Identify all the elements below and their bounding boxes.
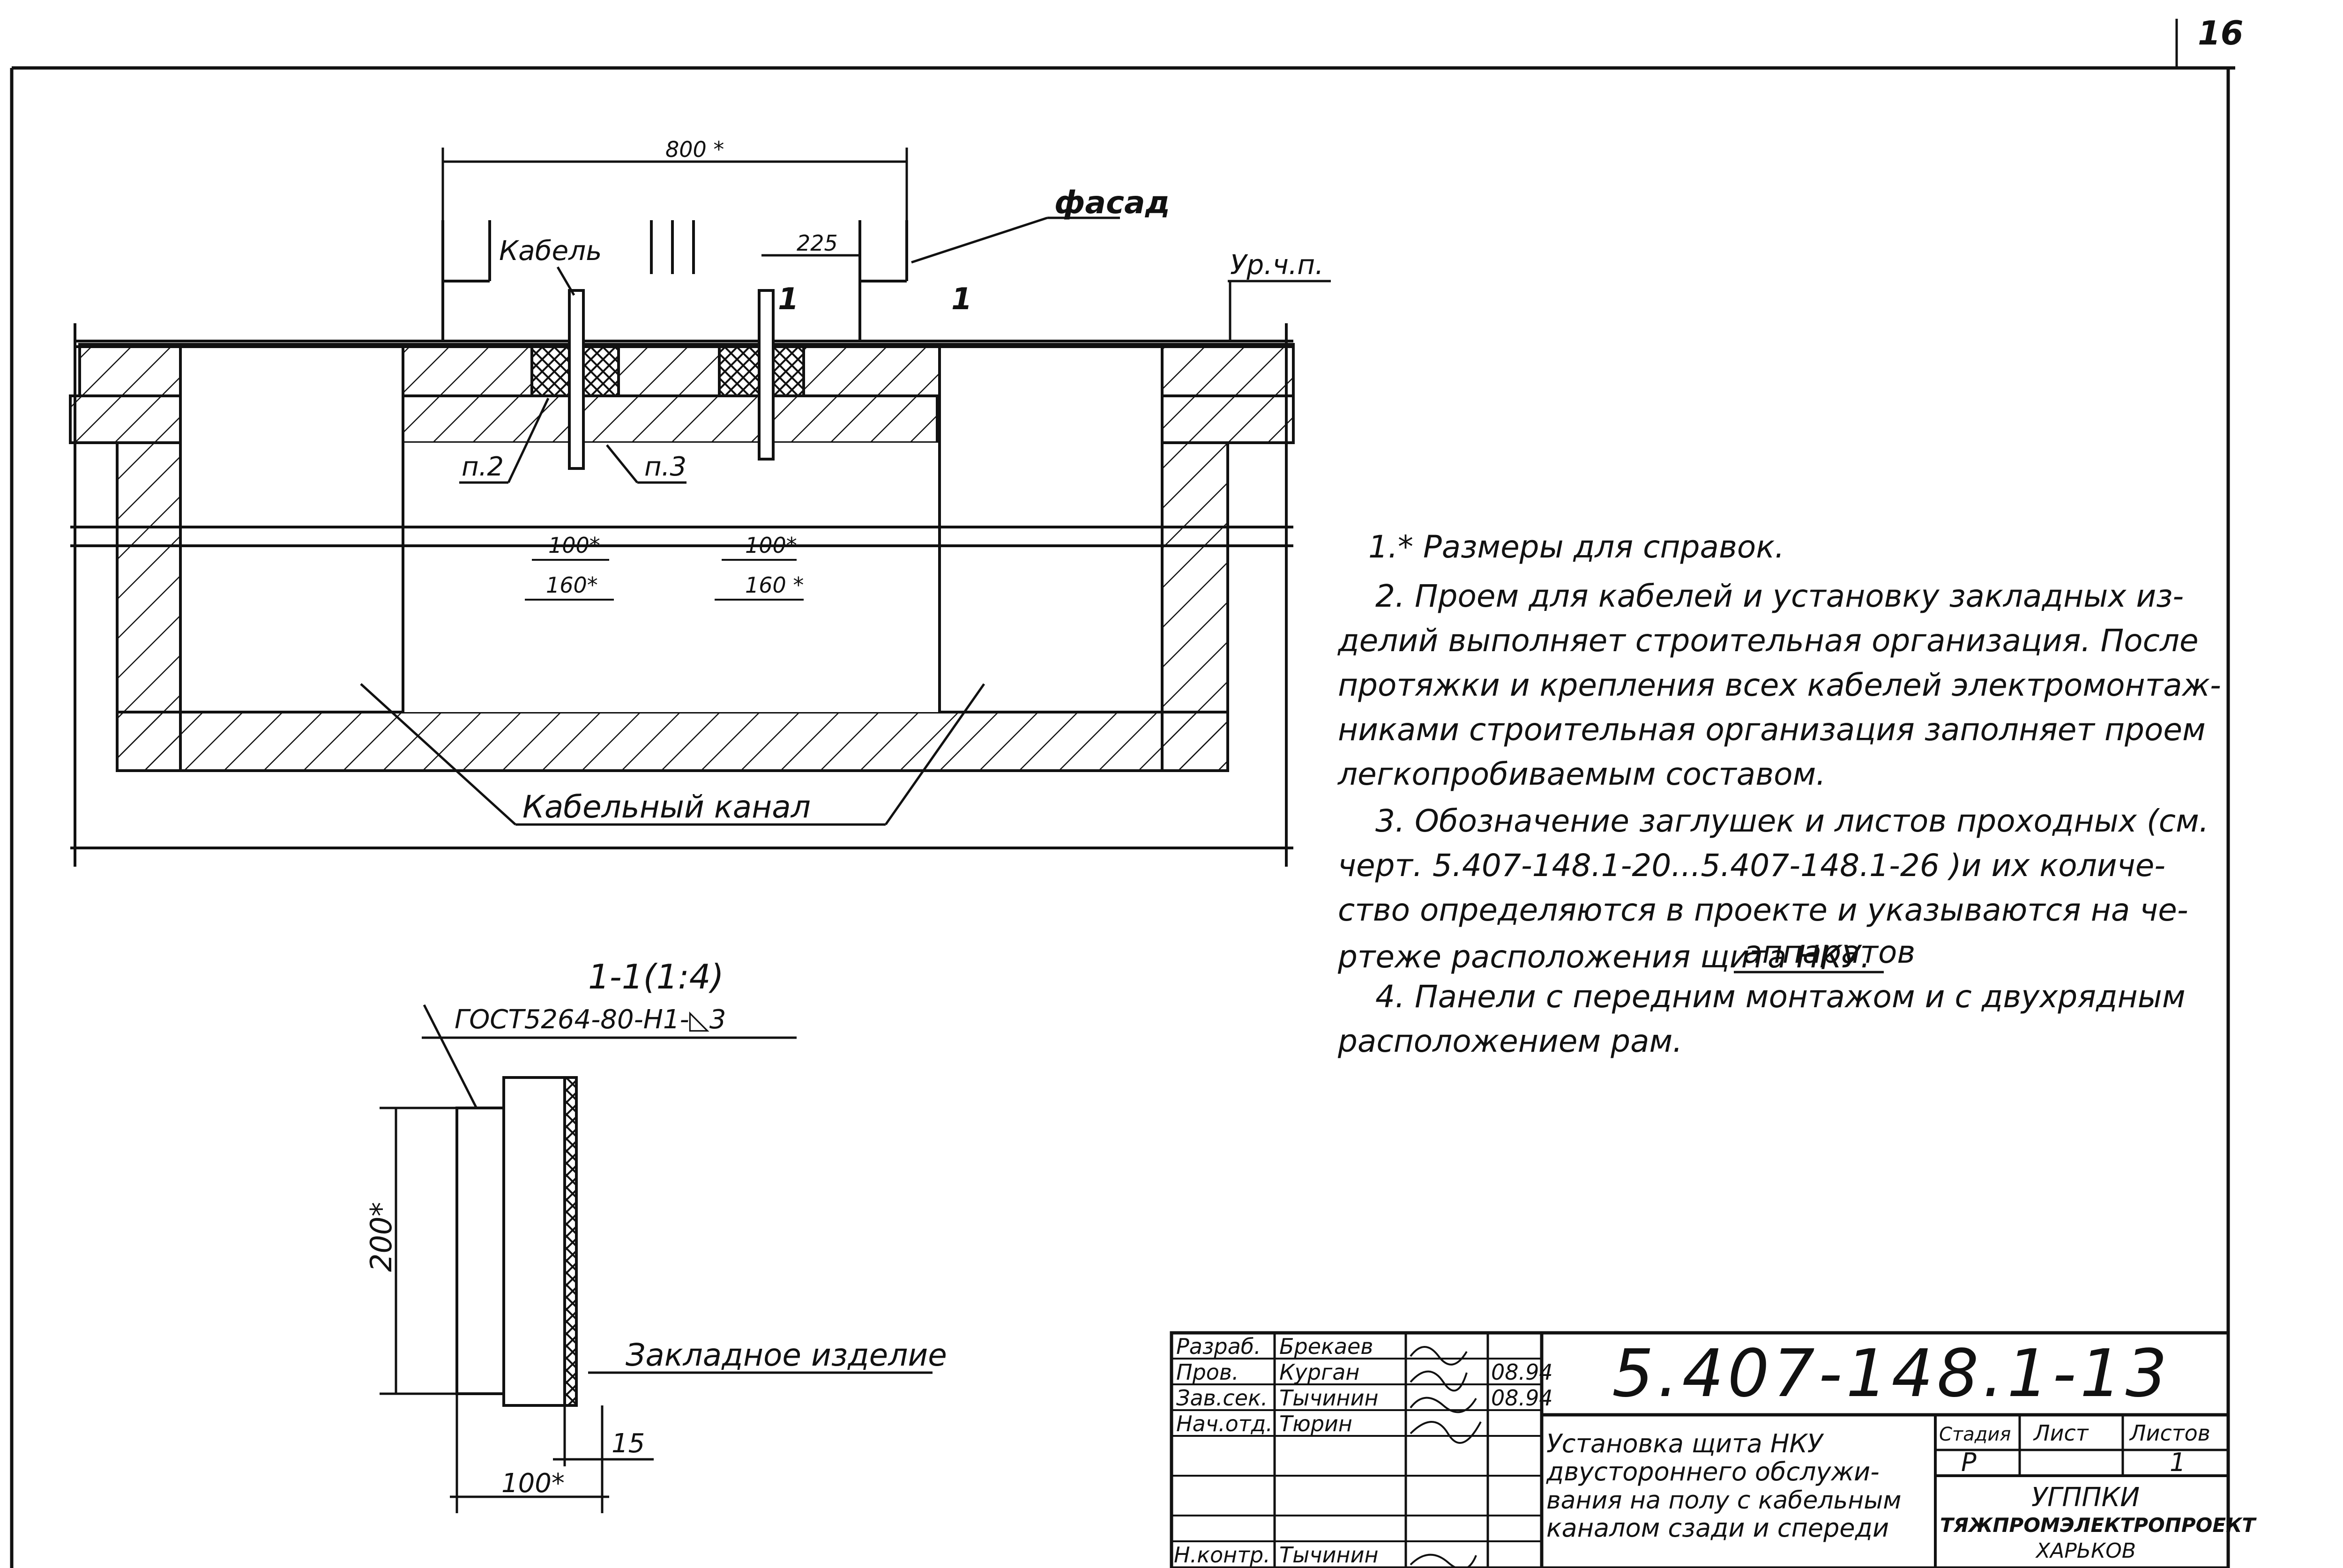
org-line-3: ХАРЬКОВ — [2035, 1539, 2136, 1563]
section-mark-left: 1 — [778, 282, 799, 317]
sheets-header: Листов — [2129, 1420, 2210, 1446]
title-line-4: каналом сзади и спереди — [1546, 1513, 1889, 1543]
note-4-line-1: 4. Панели с передним монтажом и с двухря… — [1375, 979, 2186, 1015]
sheet-number: 16 — [2198, 14, 2243, 52]
title-block-text: Разраб. Брекаев Пров. Курган 08.94 Зав.с… — [1174, 1334, 2257, 1568]
title-line-2: двустороннего обслужи- — [1546, 1457, 1880, 1486]
note-3-line-1: 3. Обозначение заглушек и листов проходн… — [1375, 803, 2209, 839]
floor-level-label: Ур.ч.п. — [1230, 249, 1324, 281]
tb-role-1: Разраб. — [1176, 1334, 1261, 1359]
cable-label: Кабель — [499, 235, 602, 267]
tb-date-3: 08.94 — [1491, 1385, 1553, 1411]
note-2-line-4: никами строительная организация заполняе… — [1338, 712, 2206, 748]
tb-name-4: Тюрин — [1279, 1411, 1352, 1436]
channel-walls — [116, 343, 1229, 772]
section-mark-right: 1 — [951, 282, 972, 317]
tb-role-2: Пров. — [1176, 1360, 1239, 1385]
tb-date-2: 08.94 — [1491, 1360, 1553, 1385]
title-line-3: вания на полу с кабельным — [1546, 1486, 1901, 1515]
note-3-line-4: ртеже расположения щита НКУ. — [1337, 939, 1870, 975]
dim-100-left-label: 100* — [548, 533, 600, 558]
dim-200-label: 200* — [364, 1202, 398, 1272]
note-3-line-3: ство определяются в проекте и указываютс… — [1338, 892, 2188, 928]
sheet-header: Лист — [2033, 1420, 2089, 1446]
sheets-value: 1 — [2170, 1448, 2186, 1477]
signatures — [1410, 1346, 1482, 1568]
note-2-line-1: 2. Проем для кабелей и установку закладн… — [1375, 578, 2184, 614]
cabinet-outline — [441, 220, 908, 340]
dim-15-label: 15 — [612, 1428, 645, 1459]
title-line-1: Установка щита НКУ — [1546, 1429, 1824, 1458]
plan-drawing: 800 * 225 фасад Ур.ч.п. Кабель п.2 п.3 1… — [69, 137, 1331, 867]
p3-label: п.3 — [644, 452, 686, 482]
dim-225-label: 225 — [797, 230, 838, 256]
weld-note: ГОСТ5264-80-Н1-◺3 — [455, 1004, 726, 1035]
dim-800-label: 800 * — [665, 137, 724, 162]
dim-160-right-label: 160 * — [745, 572, 804, 598]
tb-role-5: Н.контр. — [1174, 1542, 1270, 1568]
dim-100-label: 100* — [501, 1468, 565, 1499]
tb-role-3: Зав.сек. — [1176, 1385, 1268, 1411]
tb-name-2: Курган — [1279, 1360, 1360, 1385]
section-title: 1-1(1:4) — [588, 957, 724, 996]
section-drawing: 1-1(1:4) ГОСТ5264-80-Н1-◺3 200* 15 100* … — [364, 957, 947, 1513]
title-block — [1170, 1331, 2230, 1568]
slab-hatch — [69, 343, 1295, 444]
sheet-frame — [10, 19, 2235, 1568]
tb-name-5: Тычинин — [1279, 1542, 1379, 1568]
note-4-line-2: расположением рам. — [1337, 1023, 1682, 1059]
note-3-insert: аппаратов — [1743, 934, 1915, 970]
stage-header: Стадия — [1939, 1424, 2011, 1445]
note-2-line-3: протяжки и крепления всех кабелей электр… — [1338, 667, 2221, 703]
facade-label: фасад — [1054, 185, 1170, 221]
floor-lines — [70, 323, 1293, 867]
note-1: 1.* Размеры для справок. — [1368, 529, 1784, 565]
note-2-line-2: делий выполняет строительная организация… — [1337, 623, 2199, 659]
tb-name-3: Тычинин — [1279, 1385, 1379, 1411]
org-line-2: ТЯЖПРОМЭЛЕКТРОПРОЕКТ — [1940, 1514, 2257, 1537]
org-line-1: УГППКИ — [2031, 1482, 2140, 1513]
document-code: 5.407-148.1-13 — [1612, 1336, 2171, 1412]
stage-value: Р — [1961, 1448, 1977, 1477]
note-3-line-2: черт. 5.407-148.1-20...5.407-148.1-26 )и… — [1338, 847, 2165, 884]
anchor-studs — [568, 289, 775, 470]
tb-role-4: Нач.отд. — [1176, 1411, 1273, 1436]
dim-800 — [441, 148, 908, 220]
notes: 1.* Размеры для справок. 2. Проем для ка… — [1337, 529, 2221, 1059]
dim-100-right-label: 100* — [745, 533, 797, 558]
tb-name-1: Брекаев — [1279, 1334, 1373, 1359]
embedded-item-label: Закладное изделие — [626, 1337, 947, 1373]
p2-label: п.2 — [462, 452, 504, 482]
cable-channel-label: Кабельный канал — [522, 789, 811, 825]
note-2-line-5: легкопробиваемым составом. — [1337, 756, 1826, 792]
dim-160-left-label: 160* — [546, 572, 598, 598]
